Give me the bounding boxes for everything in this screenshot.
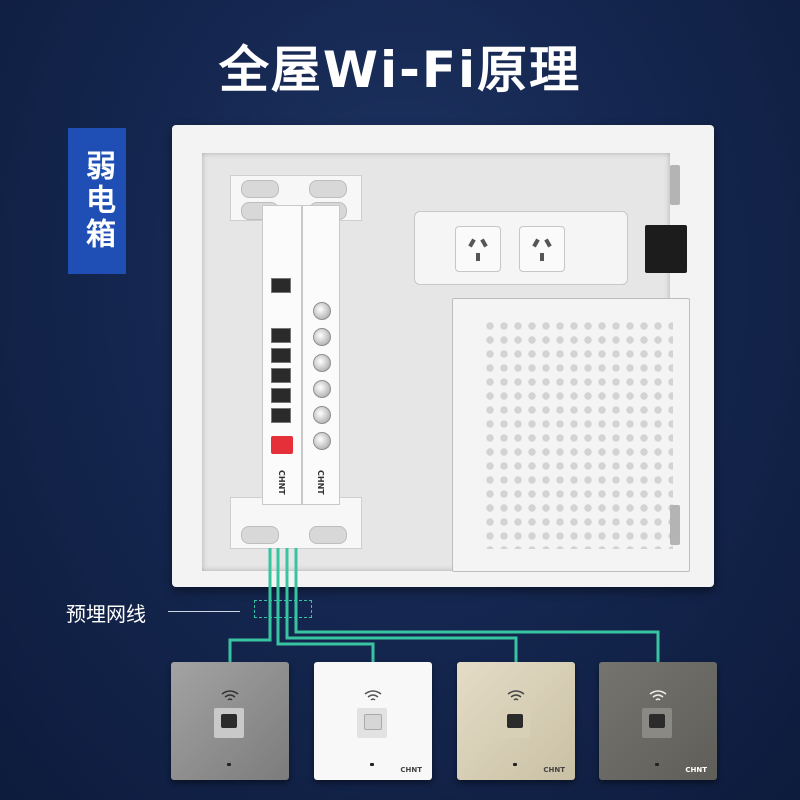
status-led — [655, 763, 659, 766]
wall-ap-panel-champagne: CHNT — [457, 662, 575, 780]
lan-port — [271, 328, 291, 343]
tv-distribution-module: CHNT — [302, 205, 340, 505]
ethernet-jack-icon — [214, 708, 244, 738]
wifi-icon — [649, 690, 667, 701]
wall-ap-panel-dark: CHNT — [599, 662, 717, 780]
coax-connector — [313, 406, 331, 424]
panel-brand: CHNT — [400, 766, 422, 774]
cable-label-leader-line — [168, 611, 240, 612]
cable-label: 预埋网线 — [66, 602, 146, 626]
enclosure-interior: CHNT CHNT — [202, 153, 690, 572]
coax-connector — [313, 380, 331, 398]
lan-port — [271, 348, 291, 363]
status-led — [513, 763, 517, 766]
wall-ap-panel-white: CHNT — [314, 662, 432, 780]
cable-bundle-marker — [254, 600, 312, 618]
panel-brand: CHNT — [685, 766, 707, 774]
rail-slot — [309, 180, 347, 198]
rail-slot — [309, 526, 347, 544]
ground-terminal-block — [645, 225, 687, 273]
page-title: 全屋Wi-Fi原理 — [218, 41, 582, 99]
distribution-box-enclosure: CHNT CHNT — [172, 125, 714, 587]
power-outlet — [455, 226, 501, 272]
wan-port — [271, 278, 291, 293]
power-outlet — [519, 226, 565, 272]
module-brand: CHNT — [277, 470, 286, 495]
coax-connector — [313, 354, 331, 372]
lan-port — [271, 388, 291, 403]
lan-port — [271, 408, 291, 423]
router-module: CHNT — [262, 205, 302, 505]
wall-ap-panel-gray — [171, 662, 289, 780]
wifi-icon — [364, 690, 382, 701]
dip-switch — [271, 436, 293, 454]
module-brand: CHNT — [316, 470, 325, 495]
door-hinge — [670, 165, 680, 205]
panel-brand: CHNT — [543, 766, 565, 774]
status-led — [370, 763, 374, 766]
ethernet-jack-icon — [500, 708, 530, 738]
side-label-weak-current-box: 弱电箱 — [68, 128, 126, 274]
coax-connector — [313, 328, 331, 346]
perforated-mounting-plate — [452, 298, 690, 572]
ethernet-jack-icon — [642, 708, 672, 738]
power-socket-strip — [414, 211, 628, 285]
wifi-icon — [221, 690, 239, 701]
wifi-icon — [507, 690, 525, 701]
status-led — [227, 763, 231, 766]
door-hinge — [670, 505, 680, 545]
lan-port — [271, 368, 291, 383]
coax-connector — [313, 302, 331, 320]
coax-connector — [313, 432, 331, 450]
rail-slot — [241, 526, 279, 544]
ventilation-holes — [483, 319, 673, 549]
ethernet-jack-icon — [357, 708, 387, 738]
rail-slot — [241, 180, 279, 198]
